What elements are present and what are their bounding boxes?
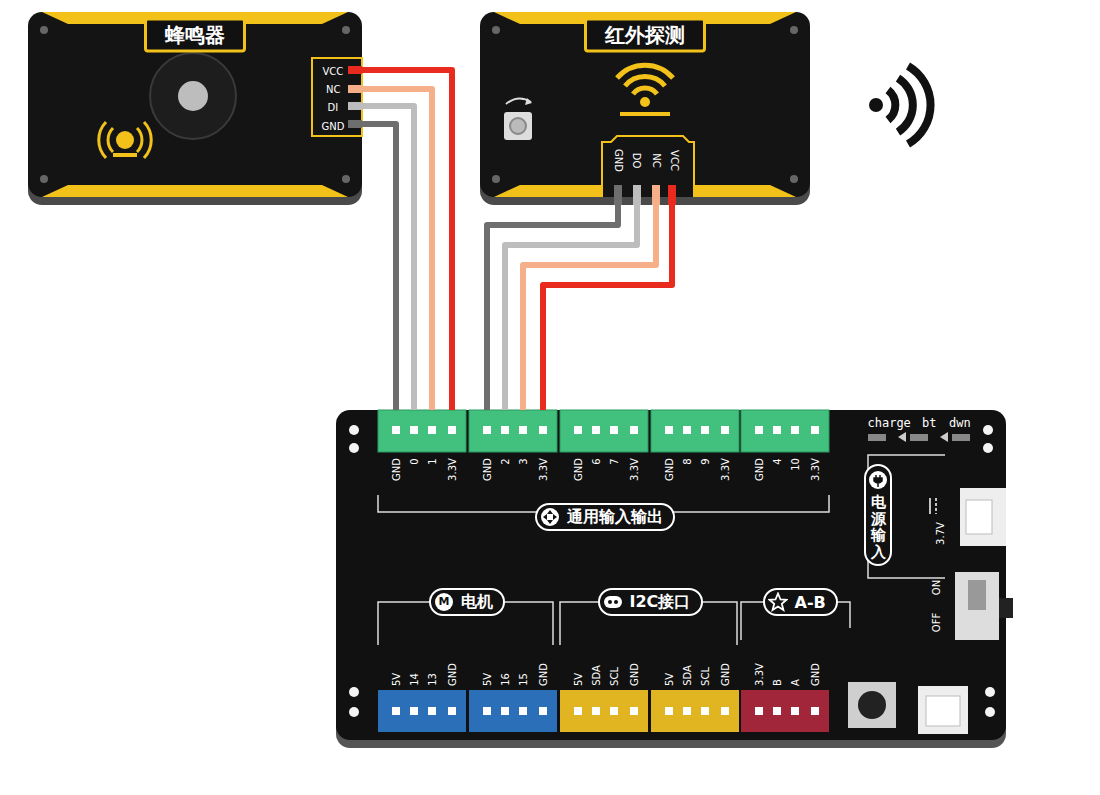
section-tag: A-B: [763, 588, 838, 616]
tag-icon: [868, 470, 888, 490]
pin-label: NC: [326, 84, 340, 95]
section-title: 电机: [461, 592, 493, 613]
pin-label: 0: [409, 458, 420, 464]
pin-label: 5V: [391, 673, 402, 686]
section-title: 电源输入: [871, 494, 886, 560]
section-tag: 通用输入输出: [535, 503, 675, 531]
indicator-label: bt: [922, 416, 936, 430]
wire: [362, 70, 452, 410]
pin-label: VCC: [323, 66, 344, 77]
wire: [362, 89, 432, 410]
pin-label: GND: [753, 458, 764, 481]
pin-label: 3.3V: [537, 458, 548, 481]
pin-label: 15: [517, 673, 528, 686]
pin-label: A: [789, 679, 800, 686]
pin-label: 9: [700, 458, 711, 464]
pin-label: 2: [500, 458, 511, 464]
pin-label: GND: [446, 663, 457, 686]
indicator-label: dwn: [949, 416, 971, 430]
pin-label: 1: [427, 458, 438, 464]
pin-label: 8: [682, 458, 693, 464]
pin-label: 3.3V: [809, 458, 820, 481]
wire: [362, 106, 414, 410]
tag-icon: [768, 592, 788, 612]
pin-label: 3.3V: [719, 458, 730, 481]
infrared-module-art: [480, 12, 810, 205]
pin-label: 14: [408, 673, 419, 686]
pin-label: ON: [931, 579, 942, 594]
section-title: I2C接口: [630, 592, 691, 613]
tag-icon: [603, 592, 623, 612]
pin-label: 7: [609, 458, 620, 464]
pin-label: 4: [772, 458, 783, 464]
pin-label: 10: [789, 458, 800, 471]
module-board: 红外探测: [480, 12, 810, 205]
pin-label: 5V: [664, 673, 675, 686]
pin-label: GND: [612, 149, 623, 172]
pin-label: 3.7V: [934, 522, 945, 545]
section-tag: I2C接口: [598, 588, 703, 616]
module-board: 蜂鸣器: [28, 12, 362, 205]
buzzer-module-art: [28, 12, 362, 205]
pin-label: GND: [663, 458, 674, 481]
pin-label: OFF: [931, 612, 942, 631]
section-title: A-B: [795, 593, 826, 612]
pin-label: GND: [390, 458, 401, 481]
pin-label: 13: [426, 673, 437, 686]
pin-label: SDA: [590, 665, 601, 686]
pin-label: 3.3V: [753, 663, 764, 686]
pin-label: GND: [572, 458, 583, 481]
tag-icon: [540, 507, 560, 527]
indicator-label: charge: [868, 416, 911, 430]
section-tag: 电源输入: [864, 464, 892, 566]
section-title: 通用输入输出: [567, 507, 663, 528]
pin-label: GND: [322, 121, 345, 132]
wire: [543, 205, 672, 410]
pin-label: 3.3V: [628, 458, 639, 481]
pin-label: M: [439, 596, 450, 608]
pin-label: 3.3V: [446, 458, 457, 481]
section-tag: 电机 M: [429, 588, 505, 616]
pin-label: GND: [719, 663, 730, 686]
pin-label: SDA: [681, 665, 692, 686]
pin-label: DI: [328, 102, 339, 113]
main-board-art: [336, 410, 1013, 748]
pin-label: 5V: [573, 673, 584, 686]
pin-label: GND: [537, 663, 548, 686]
pin-label: 3: [518, 458, 529, 464]
pin-label: GND: [809, 663, 820, 686]
pin-label: B: [771, 679, 782, 686]
signal-icon: [869, 66, 931, 144]
pin-label: 5V: [482, 673, 493, 686]
pin-label: DO: [631, 152, 642, 168]
pin-label: GND: [628, 663, 639, 686]
module-title: 红外探测: [584, 18, 706, 53]
module-title: 蜂鸣器: [144, 18, 246, 53]
pin-label: 16: [499, 673, 510, 686]
pin-label: NC: [651, 153, 662, 167]
pin-label: GND: [481, 458, 492, 481]
pin-label: SCL: [608, 667, 619, 686]
pin-label: VCC: [668, 150, 679, 171]
pin-label: 6: [591, 458, 602, 464]
wire: [362, 124, 396, 410]
pin-label: SCL: [699, 667, 710, 686]
